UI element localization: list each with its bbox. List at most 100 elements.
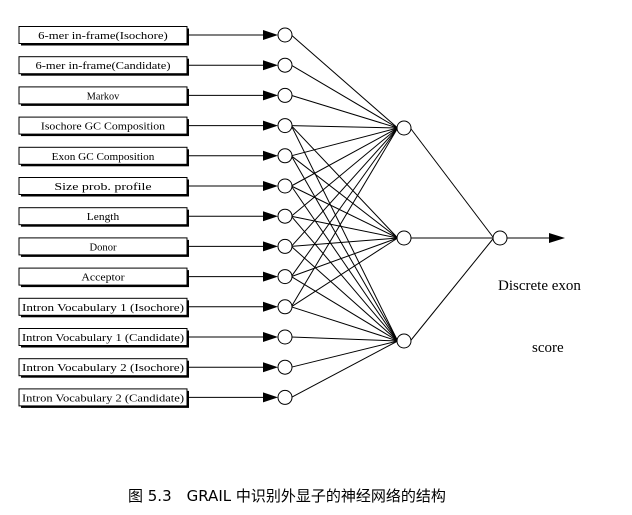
input-node — [277, 299, 293, 315]
input-row: Isochore GC Composition — [18, 116, 278, 137]
input-label: Markov — [87, 90, 120, 102]
input-box — [18, 56, 188, 75]
input-node — [277, 118, 293, 134]
connection-line — [291, 340, 398, 398]
connection-line — [291, 127, 398, 187]
input-row: Length — [18, 207, 278, 227]
input-box — [18, 207, 188, 226]
hidden-output-connection — [409, 127, 495, 239]
connection-line — [290, 155, 399, 342]
figure-caption: 图 5.3 GRAIL 中识别外显子的神经网络的结构 — [128, 487, 446, 505]
connection-line — [290, 127, 399, 217]
input-arrow-head — [263, 30, 278, 40]
input-box — [18, 237, 188, 256]
input-row: Intron Vocabulary 2 (Isochore) — [18, 358, 278, 378]
input-row: 6-mer in-frame(Candidate) — [18, 56, 278, 76]
output-node — [492, 230, 508, 246]
input-node — [277, 329, 293, 345]
input-label: Intron Vocabulary 2 (Candidate) — [22, 392, 184, 404]
input-label: 6-mer in-frame(Isochore) — [38, 30, 168, 42]
input-box — [18, 116, 188, 135]
input-row: Markov — [18, 86, 278, 106]
input-node — [277, 238, 293, 254]
input-box — [18, 328, 188, 346]
input-node — [277, 359, 293, 375]
input-row: Exon GC Composition — [18, 146, 278, 167]
input-box — [18, 26, 188, 44]
hidden-node — [396, 333, 412, 349]
input-label: Intron Vocabulary 1 (Isochore) — [22, 302, 184, 314]
input-arrow-head — [263, 150, 278, 161]
input-label: Intron Vocabulary 1 (Candidate) — [22, 332, 184, 344]
input-node — [277, 27, 293, 43]
output-label-line2: score — [532, 340, 564, 356]
input-row: Intron Vocabulary 1 (Candidate) — [18, 328, 278, 348]
input-row: Donor — [18, 237, 278, 257]
connection-line — [291, 215, 398, 239]
connection-line — [291, 336, 398, 342]
connection-line — [291, 125, 398, 129]
output-arrow-head — [549, 233, 565, 243]
input-row: Intron Vocabulary 1 (Isochore) — [18, 297, 278, 318]
hidden-node — [396, 120, 412, 136]
connection-line — [290, 215, 399, 342]
input-arrow-head — [263, 211, 278, 222]
input-box — [18, 146, 188, 165]
connection-line — [291, 237, 398, 278]
input-node — [277, 57, 293, 73]
input-node — [277, 148, 293, 164]
connection-line — [290, 34, 399, 129]
input-node — [277, 389, 293, 405]
input-box — [18, 358, 188, 377]
input-arrow-head — [263, 120, 278, 131]
connection-line — [291, 306, 398, 342]
input-arrow-head — [263, 60, 278, 71]
input-row: 6-mer in-frame(Isochore) — [18, 26, 278, 46]
connection-line — [291, 340, 398, 368]
connection-line — [290, 127, 399, 277]
input-box — [18, 267, 188, 286]
input-node — [277, 269, 293, 285]
input-label: Acceptor — [81, 272, 125, 284]
connection-line — [291, 276, 398, 342]
connection-line — [291, 94, 398, 129]
input-label: Isochore GC Composition — [41, 121, 166, 133]
connection-line — [290, 125, 399, 342]
connection-line — [290, 185, 399, 342]
input-label: Exon GC Composition — [52, 151, 155, 163]
hidden-output-connection — [409, 237, 495, 342]
input-node — [277, 178, 293, 194]
connection-line — [291, 127, 398, 157]
connection-line — [290, 127, 399, 308]
input-boxes-layer: 6-mer in-frame(Isochore) 6-mer in-frame(C… — [18, 26, 278, 408]
input-box — [18, 177, 188, 195]
connection-line — [290, 125, 399, 239]
input-arrow-head — [263, 271, 278, 282]
input-arrow-head — [263, 392, 278, 403]
input-label: Intron Vocabulary 2 (Isochore) — [22, 362, 184, 374]
input-arrow-head — [263, 90, 278, 101]
input-arrow-head — [263, 362, 278, 373]
input-box — [18, 297, 188, 316]
connection-line — [291, 237, 398, 308]
input-label: Size prob. profile — [54, 181, 151, 193]
input-node — [277, 208, 293, 224]
input-arrow-head — [263, 181, 278, 191]
output-label-line1: Discrete exon — [498, 278, 581, 294]
connection-line — [290, 246, 399, 342]
connection-line — [291, 185, 398, 239]
input-label: 6-mer in-frame(Candidate) — [36, 60, 171, 72]
input-arrow-head — [263, 332, 278, 342]
input-row: Acceptor — [18, 267, 278, 288]
input-arrow-head — [263, 301, 278, 312]
connection-line — [291, 237, 398, 247]
input-arrow-head — [263, 241, 278, 252]
hidden-node — [396, 230, 412, 246]
input-label: Donor — [90, 241, 117, 253]
connection-line — [290, 127, 399, 247]
connection-line — [290, 155, 399, 239]
input-box — [18, 86, 188, 105]
input-label: Length — [87, 211, 120, 223]
nodes-layer — [277, 27, 508, 405]
